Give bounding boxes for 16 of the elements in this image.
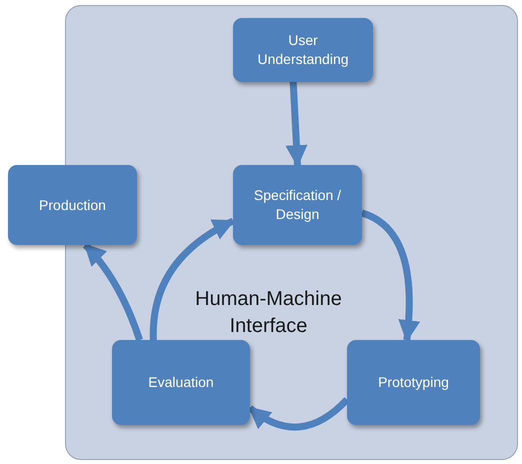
center-title: Human-Machine Interface — [194, 287, 343, 339]
arrow — [360, 210, 420, 342]
box-label: Evaluation — [148, 373, 214, 392]
process-box — [8, 165, 137, 245]
process-box — [233, 165, 362, 245]
box-label: User Understanding — [256, 31, 350, 69]
arrow — [248, 397, 350, 430]
box-label: Prototyping — [378, 373, 449, 392]
box-label: Production — [39, 196, 106, 214]
arrow — [82, 242, 143, 342]
process-box — [347, 340, 480, 425]
arrow — [150, 218, 235, 340]
process-box — [233, 18, 373, 82]
box-label: Specification / Design — [252, 186, 342, 224]
arrow — [286, 82, 308, 168]
process-box — [112, 340, 250, 425]
